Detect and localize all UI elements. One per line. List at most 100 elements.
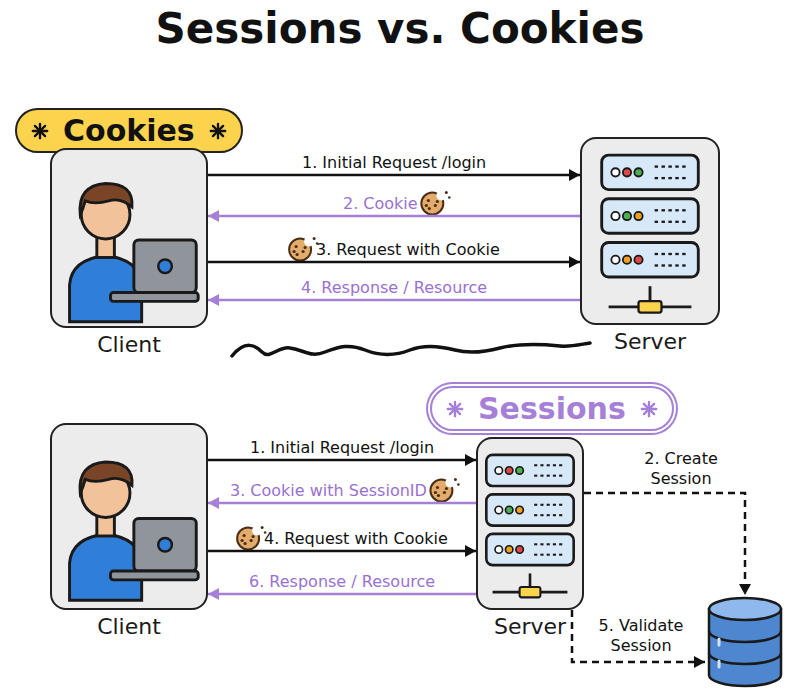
svg-shape	[534, 475, 537, 477]
svg-shape	[304, 246, 307, 249]
svg-shape	[486, 534, 573, 565]
server-rack-icon	[582, 139, 718, 323]
svg-shape	[505, 506, 512, 513]
svg-shape	[486, 494, 573, 525]
svg-shape	[436, 200, 439, 203]
svg-shape	[534, 464, 537, 466]
svg-shape	[547, 464, 550, 466]
svg-shape	[70, 534, 142, 600]
arrow-connector	[208, 502, 476, 505]
edge-label: 1. Initial Request /login	[250, 438, 434, 457]
svg-shape	[668, 177, 671, 179]
svg-shape	[540, 504, 543, 506]
svg-shape	[302, 250, 305, 253]
svg-shape	[675, 264, 678, 266]
arrow-connector	[208, 459, 476, 462]
edge-label: 5. Validate Session	[582, 616, 700, 656]
diagram-title: Sessions vs. Cookies	[0, 4, 800, 53]
svg-shape	[709, 598, 781, 620]
svg-shape	[611, 168, 619, 176]
svg-shape	[682, 165, 685, 167]
svg-shape	[516, 546, 523, 553]
edge-label: 3. Cookie with SessionID	[230, 481, 427, 500]
edge-label: 1. Initial Request /login	[302, 153, 486, 172]
svg-shape	[244, 542, 247, 545]
svg-shape	[559, 464, 562, 466]
person-laptop-icon	[52, 425, 206, 608]
asterisk-mark	[31, 122, 49, 140]
svg-shape	[295, 245, 298, 248]
svg-shape	[655, 177, 658, 179]
arrow-connector	[208, 550, 476, 553]
arrow-head	[208, 588, 219, 600]
svg-shape	[158, 538, 172, 552]
svg-shape	[540, 464, 543, 466]
svg-shape	[682, 253, 685, 255]
svg-shape	[445, 478, 455, 488]
svg-shape	[682, 264, 685, 266]
svg-shape	[602, 199, 699, 234]
arrow-head	[569, 256, 580, 268]
svg-shape	[495, 546, 502, 553]
svg-shape	[553, 554, 556, 556]
svg-shape	[486, 455, 573, 486]
svg-shape	[35, 125, 45, 135]
svg-shape	[304, 237, 314, 247]
database-node	[705, 595, 785, 690]
svg-shape	[675, 177, 678, 179]
edge-label: 6. Response / Resource	[249, 572, 435, 591]
pill-label: Sessions	[478, 391, 626, 426]
svg-shape	[313, 237, 316, 240]
dashed-connector	[584, 493, 745, 595]
svg-shape	[662, 165, 665, 167]
pill-label: Cookies	[63, 113, 195, 148]
svg-shape	[434, 491, 437, 494]
svg-shape	[602, 155, 699, 190]
svg-shape	[662, 221, 665, 223]
svg-shape	[495, 467, 502, 474]
svg-shape	[655, 209, 658, 211]
svg-shape	[534, 554, 537, 556]
label-pill: Sessions	[430, 386, 674, 431]
arrow-head	[208, 497, 219, 509]
svg-shape	[623, 168, 631, 176]
svg-shape	[434, 204, 437, 207]
node-caption: Client	[97, 332, 161, 357]
svg-shape	[445, 191, 448, 194]
node-caption: Server	[494, 614, 566, 639]
svg-shape	[655, 253, 658, 255]
svg-shape	[668, 165, 671, 167]
svg-shape	[437, 494, 440, 497]
svg-shape	[682, 177, 685, 179]
svg-shape	[457, 483, 460, 486]
svg-shape	[250, 539, 253, 542]
svg-shape	[529, 573, 532, 588]
arrow-connector	[208, 215, 580, 218]
svg-shape	[454, 478, 457, 481]
svg-shape	[675, 221, 678, 223]
label-pill: Cookies	[15, 108, 243, 153]
svg-shape	[213, 125, 223, 135]
svg-shape	[443, 491, 446, 494]
svg-shape	[428, 207, 431, 210]
svg-shape	[668, 253, 671, 255]
svg-shape	[540, 514, 543, 516]
svg-shape	[662, 253, 665, 255]
svg-shape	[662, 209, 665, 211]
svg-shape	[675, 253, 678, 255]
svg-shape	[540, 475, 543, 477]
asterisk-mark	[209, 122, 227, 140]
arrow-head	[208, 294, 219, 306]
svg-shape	[241, 539, 244, 542]
svg-shape	[675, 209, 678, 211]
svg-shape	[634, 212, 642, 220]
edge-label: 2. Create Session	[626, 449, 736, 489]
asterisk-mark	[640, 400, 658, 418]
svg-shape	[559, 475, 562, 477]
svg-shape	[252, 535, 255, 538]
svg-shape	[675, 165, 678, 167]
arrow-connector	[208, 261, 580, 264]
server-box: Server	[476, 437, 584, 610]
svg-shape	[293, 250, 296, 253]
svg-shape	[450, 403, 460, 413]
